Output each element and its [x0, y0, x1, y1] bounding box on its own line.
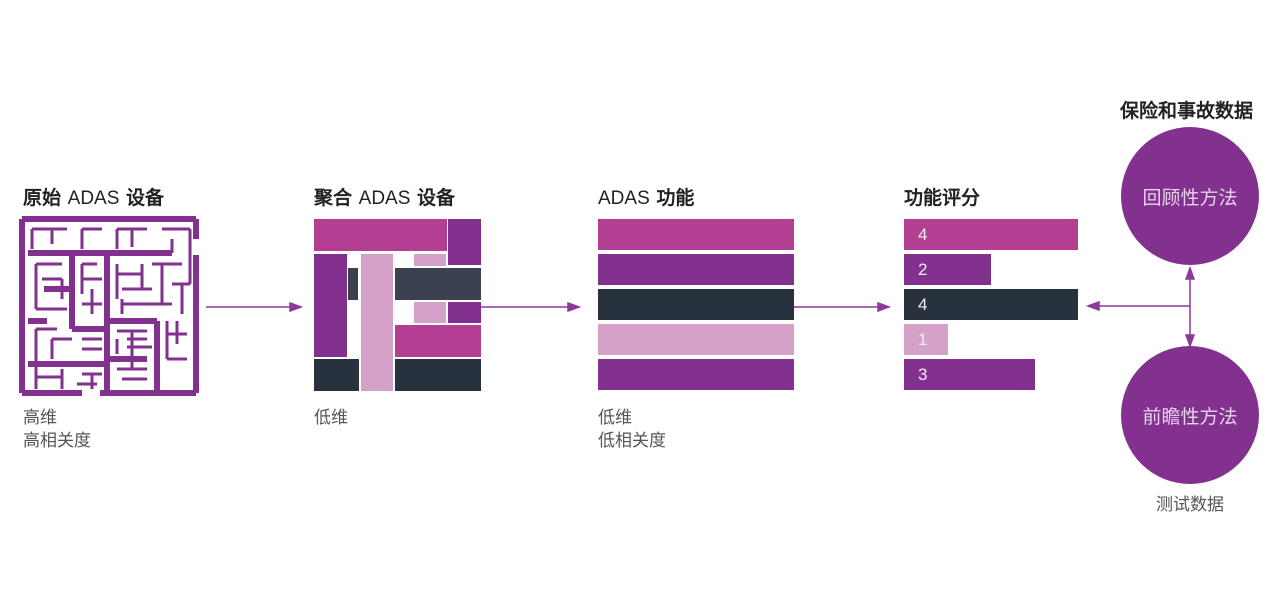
circle-label: 回顾性方法 [1142, 186, 1238, 209]
function-bar [598, 359, 794, 390]
title-part: 保险和事故数据 [1120, 100, 1254, 122]
arrow-head-icon [1184, 334, 1196, 349]
score-bar: 3 [904, 359, 1035, 390]
title-part: 设备 [126, 187, 165, 209]
block [448, 219, 481, 265]
block [314, 219, 447, 251]
function-bar [598, 254, 794, 285]
function-bar [598, 219, 794, 250]
block [395, 325, 481, 357]
caption-adas-functions: 低维 低相关度 [598, 407, 666, 453]
stage-title-raw-devices: 原始 ADAS 设备 [23, 183, 164, 210]
arrow-head-icon [877, 301, 892, 313]
block [314, 254, 347, 357]
block [348, 268, 358, 300]
stage-title-aggregated-devices: 聚合 ADAS 设备 [314, 183, 455, 210]
block [395, 359, 481, 391]
caption-line: 低维 [598, 408, 632, 428]
function-bar [598, 324, 794, 355]
block [314, 359, 359, 391]
caption-line: 高相关度 [23, 431, 91, 451]
block [448, 302, 481, 323]
block [414, 302, 446, 323]
insurance-accident-data-label: 保险和事故数据 [1120, 96, 1253, 123]
caption-aggregated-devices: 低维 [314, 407, 348, 430]
title-part: 聚合 [314, 187, 353, 209]
caption-raw-devices: 高维 高相关度 [23, 407, 91, 453]
stage-title-function-scores: 功能评分 [904, 183, 980, 210]
caption-line: 高维 [23, 408, 57, 428]
title-part: ADAS [67, 188, 120, 209]
caption-line: 低维 [314, 408, 348, 428]
stage-title-adas-functions: ADAS 功能 [598, 183, 694, 210]
block [395, 268, 481, 300]
score-bar: 1 [904, 324, 948, 355]
block [414, 254, 446, 266]
score-bar: 4 [904, 219, 1078, 250]
score-bar: 2 [904, 254, 991, 285]
circle-label: 前瞻性方法 [1142, 405, 1238, 428]
function-bar [598, 289, 794, 320]
title-part: 功能评分 [904, 187, 981, 209]
block [361, 254, 393, 391]
prospective-method-circle: 前瞻性方法 [1121, 346, 1259, 484]
title-part: ADAS [598, 188, 650, 209]
caption-line: 测试数据 [1156, 495, 1224, 515]
title-part: 功能 [656, 187, 695, 209]
arrow-head-icon [567, 301, 582, 313]
retrospective-method-circle: 回顾性方法 [1121, 127, 1259, 265]
title-part: ADAS [358, 188, 411, 209]
title-part: 原始 [23, 187, 62, 209]
title-part: 设备 [417, 187, 456, 209]
arrow-head-icon [1085, 300, 1100, 312]
arrow-head-icon [289, 301, 304, 313]
score-bar: 4 [904, 289, 1078, 320]
arrow-head-icon [1184, 265, 1196, 280]
test-data-label: 测试数据 [1156, 494, 1224, 517]
caption-line: 低相关度 [598, 431, 666, 451]
